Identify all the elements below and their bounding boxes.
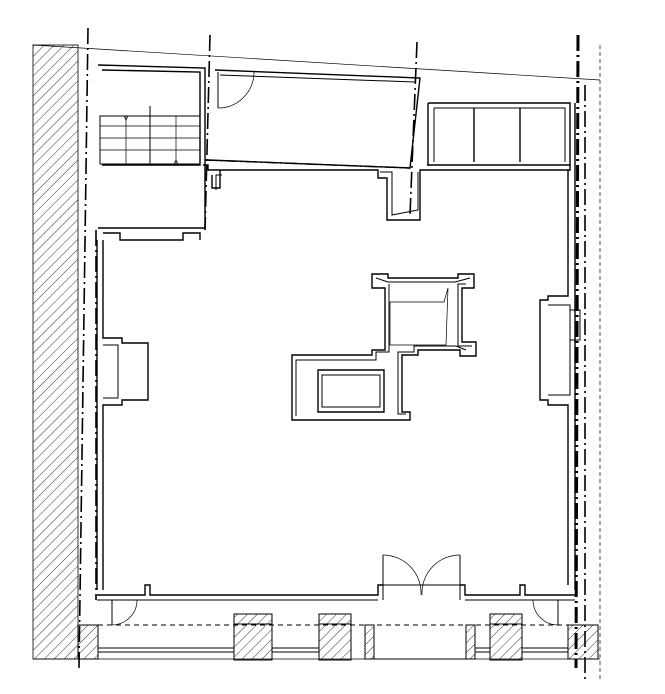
entrance-doors	[111, 554, 559, 626]
exterior-walls	[96, 103, 581, 601]
grid-axes	[78, 27, 580, 669]
party-wall-hatched	[32, 44, 79, 660]
front-facade	[77, 613, 599, 661]
rear-rooms	[97, 64, 571, 229]
central-core	[291, 273, 477, 421]
door-swing-rear	[217, 71, 255, 109]
staircase	[99, 106, 201, 165]
